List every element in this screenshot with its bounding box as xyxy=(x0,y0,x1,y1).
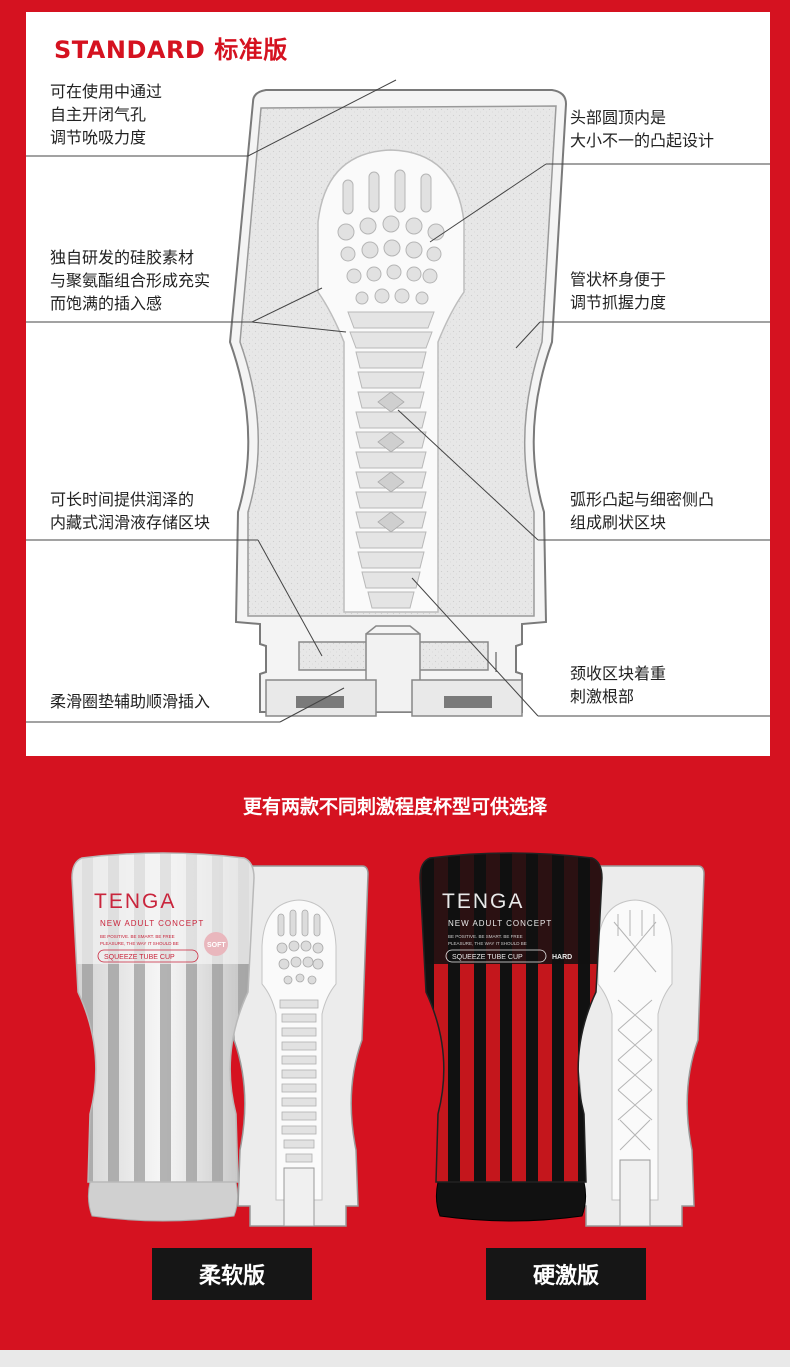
annotation-dome-nubs: 头部圆顶内是 大小不一的凸起设计 xyxy=(570,108,715,150)
soft-badge: SOFT xyxy=(207,942,226,949)
annotation-smooth-ring: 柔滑圈垫辅助顺滑插入 xyxy=(50,692,211,711)
soft-tagline: NEW ADULT CONCEPT xyxy=(100,919,204,928)
hard-badge: HARD xyxy=(552,954,572,961)
hard-motto-2: PLEASURE, THE WAY IT SHOULD BE xyxy=(448,941,527,946)
cross-section-diagram xyxy=(26,79,770,723)
leader-lines xyxy=(26,79,770,723)
soft-variant-label[interactable]: 柔软版 xyxy=(152,1248,312,1300)
soft-cup-image: TENGA NEW ADULT CONCEPT BE POSITIVE. BE … xyxy=(71,852,255,1222)
annotation-neck-zone: 颈收区块着重 刺激根部 xyxy=(570,664,667,706)
lube-reservoir-right xyxy=(415,641,489,671)
ribbed-shaft xyxy=(347,311,435,609)
soft-motto-1: BE POSITIVE. BE SMART. BE FREE xyxy=(100,934,175,939)
soft-motto-2: PLEASURE, THE WAY IT SHOULD BE xyxy=(100,941,179,946)
soft-product-name: SQUEEZE TUBE CUP xyxy=(104,954,175,961)
variants-heading: 更有两款不同刺激程度杯型可供选择 xyxy=(242,796,547,818)
hard-tagline: NEW ADULT CONCEPT xyxy=(448,919,552,928)
head-nubs xyxy=(337,169,445,305)
annotation-lube-reservoir: 可长时间提供润泽的 内藏式润滑液存储区块 xyxy=(50,490,211,532)
annotation-tube-grip: 管状杯身便于 调节抓握力度 xyxy=(570,270,667,312)
bottom-strip xyxy=(0,1350,790,1367)
hard-product-name: SQUEEZE TUBE CUP xyxy=(452,954,523,961)
hard-brand: TENGA xyxy=(442,890,524,913)
hard-cutaway-image xyxy=(565,865,705,1227)
hard-cup-image: TENGA NEW ADULT CONCEPT BE POSITIVE. BE … xyxy=(419,852,603,1222)
hard-motto-1: BE POSITIVE. BE SMART. BE FREE xyxy=(448,934,523,939)
annotation-silicone-material: 独自研发的硅胶素材 与聚氨酯组合形成充实 而饱满的插入感 xyxy=(50,248,211,313)
hard-variant-label[interactable]: 硬激版 xyxy=(486,1248,646,1300)
annotation-brush-zone: 弧形凸起与细密侧凸 组成刷状区块 xyxy=(570,490,715,532)
soft-brand: TENGA xyxy=(94,890,176,913)
standard-panel: STANDARD 标准版 xyxy=(26,12,770,756)
annotation-air-vent: 可在使用中通过 自主开闭气孔 调节吮吸力度 xyxy=(50,82,163,147)
standard-title: STANDARD 标准版 xyxy=(54,36,288,64)
lube-reservoir-left xyxy=(298,641,372,671)
soft-cutaway-image xyxy=(229,865,369,1227)
